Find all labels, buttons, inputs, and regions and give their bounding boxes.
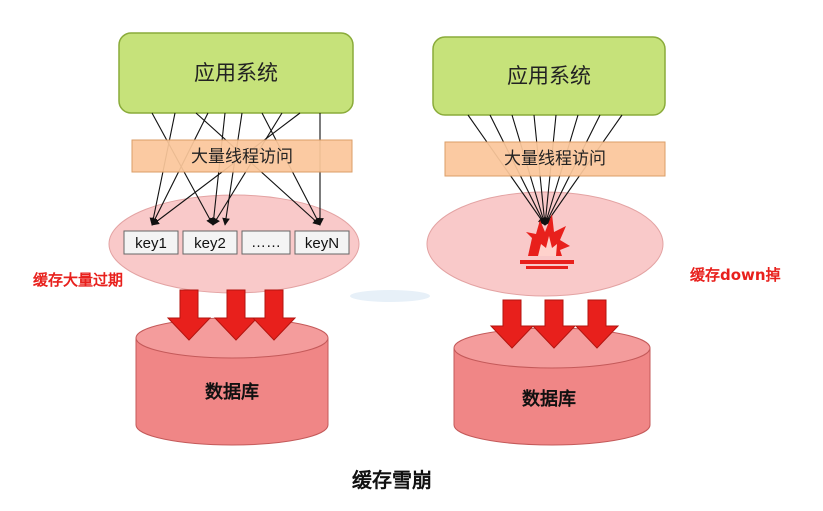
key-label-2: key2 xyxy=(194,235,226,252)
key-box-3 xyxy=(241,230,291,255)
key-box-2 xyxy=(182,230,238,255)
key-label-4: keyN xyxy=(305,235,339,252)
right-db-label: 数据库 xyxy=(522,388,576,410)
left-keys: key1 key2 …… keyN xyxy=(123,230,350,255)
right-diagram: 应用系统 大量线程访问 缓存down掉 数据库 xyxy=(426,36,781,446)
left-app-box xyxy=(118,32,354,114)
key-label-1: key1 xyxy=(135,235,167,252)
left-red-arrows xyxy=(166,289,297,341)
right-red-arrows xyxy=(489,299,620,349)
left-caption: 缓存大量过期 xyxy=(33,271,123,289)
explosion-icon xyxy=(520,214,574,269)
right-caption: 缓存down掉 xyxy=(690,266,781,284)
smudge-mark xyxy=(350,290,430,302)
key-box-1 xyxy=(123,230,179,255)
left-app-label: 应用系统 xyxy=(194,61,278,85)
left-thread-label: 大量线程访问 xyxy=(191,147,293,167)
left-diagram: 应用系统 大量线程访问 key1 key2 …… xyxy=(33,32,360,446)
left-thread-bar xyxy=(131,139,353,173)
right-app-box xyxy=(432,36,666,116)
right-thread-bar xyxy=(444,141,666,177)
right-thread-label: 大量线程访问 xyxy=(504,149,606,169)
key-box-4 xyxy=(294,230,350,255)
left-db-label: 数据库 xyxy=(205,381,259,403)
figure-title: 缓存雪崩 xyxy=(352,468,432,492)
right-app-label: 应用系统 xyxy=(507,64,591,88)
key-label-3: …… xyxy=(251,234,281,251)
